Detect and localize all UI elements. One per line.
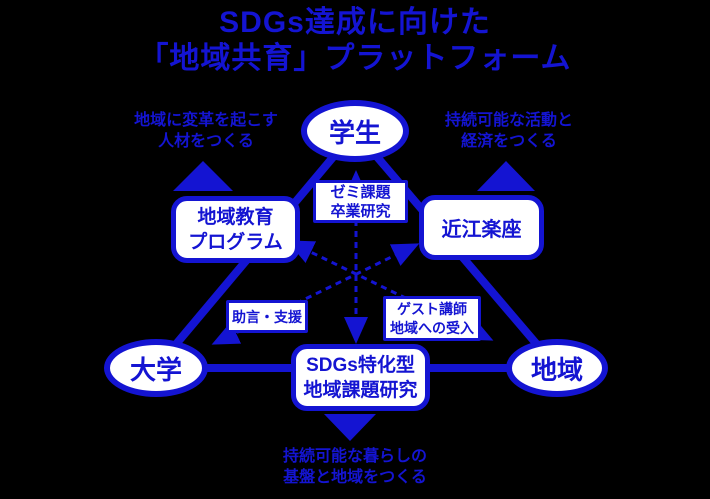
note-line: 経済をつくる — [461, 133, 557, 150]
box-line: ゼミ課題 — [330, 183, 391, 201]
node-students-label: 学生 — [328, 117, 381, 148]
box-line: 地域課題研究 — [303, 379, 418, 401]
box-sdgs-research: SDGs特化型 地域課題研究 — [291, 344, 430, 411]
box-regional-education-program: 地域教育 プログラム — [171, 196, 300, 263]
box-line: SDGs特化型 — [306, 354, 415, 376]
box-advice-support: 助言・支援 — [226, 300, 308, 333]
title-line-2: 「地域共育」プラットフォーム — [138, 42, 572, 75]
node-region: 地域 — [506, 339, 608, 397]
node-students: 学生 — [301, 100, 409, 162]
up-arrow-icon-left — [173, 161, 233, 191]
note-line: 持続可能な活動と — [444, 112, 573, 129]
title-line-1: SDGs達成に向けた — [219, 6, 491, 39]
node-university: 大学 — [104, 339, 208, 397]
box-line: 地域教育 — [197, 206, 274, 228]
note-line: 人材をつくる — [158, 133, 254, 150]
box-line: プログラム — [188, 231, 283, 253]
down-arrow-icon-bottom — [324, 414, 376, 441]
box-seminar-research: ゼミ課題 卒業研究 — [313, 180, 408, 223]
note-line: 基盤と地域をつくる — [283, 469, 427, 486]
outcome-note-living: 持続可能な暮らしの 基盤と地域をつくる — [259, 446, 451, 488]
box-line: 助言・支援 — [232, 308, 302, 325]
outcome-note-economy: 持続可能な活動と 経済をつくる — [413, 110, 605, 152]
node-university-label: 大学 — [129, 354, 182, 385]
up-arrow-icon-right — [477, 161, 535, 191]
box-omi-gakuza: 近江楽座 — [419, 195, 544, 260]
node-region-label: 地域 — [530, 354, 583, 385]
box-line: ゲスト講師 — [397, 300, 467, 317]
box-guest-lecturer: ゲスト講師 地域への受入 — [383, 296, 481, 341]
box-line: 近江楽座 — [441, 219, 522, 241]
page-title: SDGs達成に向けた 「地域共育」プラットフォーム — [0, 5, 710, 77]
box-line: 卒業研究 — [330, 202, 391, 220]
outcome-note-talent: 地域に変革を起こす 人材をつくる — [110, 110, 302, 152]
box-line: 地域への受入 — [390, 319, 474, 336]
note-line: 持続可能な暮らしの — [282, 448, 427, 465]
note-line: 地域に変革を起こす — [134, 112, 278, 129]
